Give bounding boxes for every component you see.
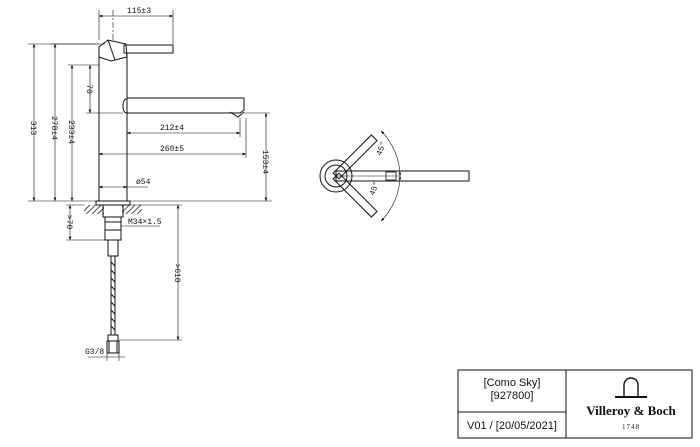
counter-section-right (122, 205, 142, 214)
spout (122, 97, 245, 114)
angle-arc-lower (380, 175, 402, 222)
dim-hose-connector: G3/8 (85, 348, 104, 357)
lever-arm (123, 44, 174, 54)
brand-year: 1748 (622, 423, 640, 431)
product-name: [Como Sky] (484, 377, 541, 389)
dim-reach-212: 212±4 (160, 124, 184, 133)
brand-name: Villeroy & Boch (586, 403, 676, 418)
angle-upper-label: 45° (375, 140, 388, 157)
plan-angle-labels: 45° 45° (368, 140, 388, 197)
product-code: [927800] (491, 390, 534, 402)
dim-base-diameter: ø54 (136, 178, 151, 187)
hose-nut (107, 334, 119, 342)
dim-under-counter: >70 (64, 215, 73, 230)
lever-handle (98, 39, 128, 62)
plan-lever-upper (332, 134, 378, 180)
dimension-labels: 115±3 313 278±4 233±4 70 212±4 260±5 153… (28, 7, 269, 357)
dim-hose-length: >610 (172, 263, 181, 282)
counter-section-left (84, 205, 104, 214)
dim-top-width: 115±3 (127, 7, 151, 16)
dim-reach-260: 260±5 (160, 145, 184, 154)
flexible-hose (110, 256, 116, 335)
brand-emblem-icon (615, 377, 647, 398)
side-elevation (84, 10, 245, 354)
title-block-text: [Como Sky] [927800] V01 / [20/05/2021] (467, 377, 557, 432)
dim-thread: M34×1.5 (128, 218, 162, 227)
dim-spout-height: 153±4 (260, 150, 269, 174)
faucet-body (98, 53, 128, 202)
brand-logo: Villeroy & Boch 1748 (586, 377, 677, 431)
threaded-shank (104, 216, 122, 241)
base-flange (95, 200, 131, 206)
plan-view (319, 130, 470, 222)
version-date: V01 / [20/05/2021] (467, 420, 557, 432)
angle-lower-label: 45° (368, 180, 381, 197)
dimension-lines (28, 10, 272, 361)
angle-arc-upper (380, 130, 402, 177)
title-block (457, 369, 693, 439)
dim-total-height: 313 (28, 121, 37, 136)
dim-spout-drop: 70 (84, 84, 93, 94)
spout-aerator (229, 111, 245, 118)
dim-height-233: 233±4 (66, 120, 75, 144)
dim-height-278: 278±4 (49, 116, 58, 140)
